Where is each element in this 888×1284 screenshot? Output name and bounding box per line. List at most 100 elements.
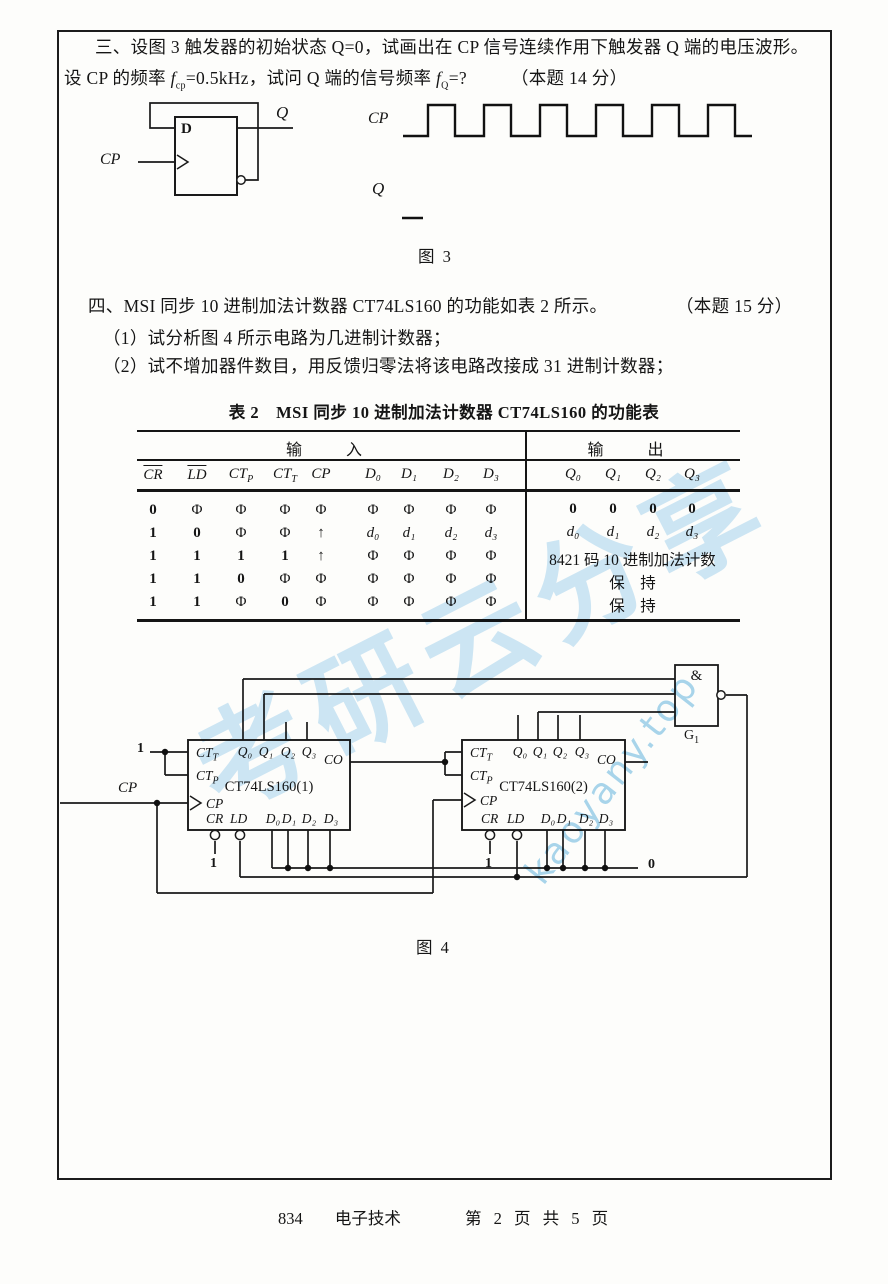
chip2-ld-pin: LD — [507, 811, 525, 826]
cell: Φ — [235, 502, 247, 518]
pin-base: CT — [470, 745, 487, 760]
cell: Φ — [279, 502, 291, 518]
chip2-cr-pin: CR — [481, 811, 499, 826]
chip2-d0-pin: D₀ — [540, 811, 556, 826]
cell: ↑ — [317, 548, 325, 564]
cell: Φ — [367, 502, 379, 518]
chip1-cr-pin: CR — [206, 811, 224, 826]
chip1-d1-pin: D₁ — [281, 811, 297, 826]
q3-fq-symbol: f — [435, 68, 442, 88]
chip2-q2-pin: Q₂ — [552, 744, 568, 759]
cell: 1 — [281, 548, 289, 564]
chip2-ctp-pin: CTP — [470, 768, 493, 787]
chip1-d2-pin: D₂ — [301, 811, 317, 826]
q3-fcp-symbol: f — [170, 68, 176, 88]
question-4-item-1: （1）试分析图 4 所示电路为几进制计数器； — [103, 328, 451, 348]
gate-name-sub: 1 — [694, 734, 700, 746]
cell: Φ — [485, 548, 497, 564]
cell: 0 — [649, 501, 657, 517]
pin-base: CT — [196, 768, 213, 783]
cell: Φ — [315, 571, 327, 587]
cell: 1 — [237, 548, 245, 564]
const-one-chip1-ct: 1 — [137, 741, 144, 756]
table-rule — [137, 459, 740, 461]
cell: Φ — [445, 548, 457, 564]
q3-score: （本题 14 分） — [510, 68, 628, 88]
cell: 0 — [237, 571, 245, 587]
cell: Φ — [485, 571, 497, 587]
cell: d₃ — [484, 525, 498, 541]
ctp-base: CT — [228, 466, 248, 482]
pin-sub: T — [212, 752, 219, 764]
cell: Φ — [445, 594, 457, 610]
cell: Φ — [315, 502, 327, 518]
cell: Φ — [235, 525, 247, 541]
col-header-cr: CR — [143, 465, 163, 483]
chip2-cp-pin: CP — [480, 793, 498, 808]
ff-q-output-label: Q — [276, 103, 289, 122]
chip2-q1-pin: Q₁ — [532, 744, 548, 759]
cell: 0 — [688, 501, 696, 517]
cell: Φ — [235, 594, 247, 610]
col-header-ctt: CTT — [273, 466, 297, 485]
cell: Φ — [367, 571, 379, 587]
const-one-chip2-cr: 1 — [485, 856, 492, 871]
output-note: 保 持 — [609, 598, 656, 615]
cell: 0 — [193, 525, 201, 541]
const-zero-d-inputs: 0 — [648, 857, 655, 872]
col-header-q2: Q₂ — [644, 466, 662, 482]
col-header-d1: D₁ — [400, 466, 418, 482]
pin-sub: P — [486, 775, 493, 787]
waveform-cp-label: CP — [368, 110, 389, 127]
cell: d₃ — [685, 524, 699, 540]
cell: d₀ — [566, 524, 580, 540]
table-divider — [525, 432, 527, 619]
ctt-sub: T — [291, 474, 297, 485]
col-header-d3: D₃ — [482, 466, 500, 482]
cell: 1 — [149, 594, 157, 610]
cell: Φ — [403, 594, 415, 610]
waveform-q-label: Q — [372, 179, 385, 198]
chip1-q0-pin: Q₀ — [237, 744, 253, 759]
table-group-output: 输 出 — [587, 442, 678, 459]
question-3-line-1: 三、设图 3 触发器的初始状态 Q=0，试画出在 CP 信号连续作用下触发器 Q… — [95, 37, 809, 57]
chip1-cp-pin: CP — [206, 796, 224, 811]
cell: 1 — [193, 548, 201, 564]
cell: Φ — [445, 571, 457, 587]
pin-sub: P — [212, 775, 219, 787]
cell: Φ — [367, 548, 379, 564]
cell: d₁ — [402, 525, 416, 541]
const-one-chip1-cr: 1 — [210, 856, 217, 871]
col-header-d2: D₂ — [442, 466, 460, 482]
fig4-cp-source-label: CP — [118, 780, 138, 796]
cell: Φ — [445, 502, 457, 518]
cell: d₂ — [444, 525, 458, 541]
chip1-co-pin: CO — [324, 752, 343, 767]
q3-line2-text-c: =0.5kHz，试问 Q 端的信号频率 — [185, 68, 436, 88]
cell: 1 — [149, 525, 157, 541]
question-4-intro: 四、MSI 同步 10 进制加法计数器 CT74LS160 的功能如表 2 所示… — [88, 296, 608, 316]
question-3-line-2: 设 CP 的频率 fcp=0.5kHz，试问 Q 端的信号频率 fQ=?（本题 … — [64, 65, 627, 92]
ff-d-input-label: D — [181, 121, 192, 137]
chip1-ctp-pin: CTP — [196, 768, 219, 787]
cell: 0 — [149, 502, 157, 518]
ctp-sub: P — [247, 474, 254, 485]
function-table: 输 入 输 出 CR LD CTP CTT CP D₀ D₁ D₂ D₃ Q₀ … — [137, 430, 740, 622]
chip2-d3-pin: D₃ — [598, 811, 614, 826]
col-header-ctp: CTP — [229, 466, 253, 485]
cell: Φ — [279, 525, 291, 541]
question-4-score: （本题 15 分） — [676, 296, 793, 316]
cell: 1 — [193, 594, 201, 610]
cell: Φ — [485, 502, 497, 518]
footer-page-number: 第 2 页 共 5 页 — [465, 1209, 613, 1228]
footer-course-code: 834 — [278, 1209, 303, 1228]
col-header-cp: CP — [311, 466, 331, 482]
cell: Φ — [367, 594, 379, 610]
cell: Φ — [279, 571, 291, 587]
chip2-q0-pin: Q₀ — [512, 744, 528, 759]
cell: Φ — [315, 594, 327, 610]
figure-4-caption: 图 4 — [416, 938, 451, 957]
chip2-q3-pin: Q₃ — [574, 744, 590, 759]
q3-line2-text-e: =? — [448, 68, 467, 88]
